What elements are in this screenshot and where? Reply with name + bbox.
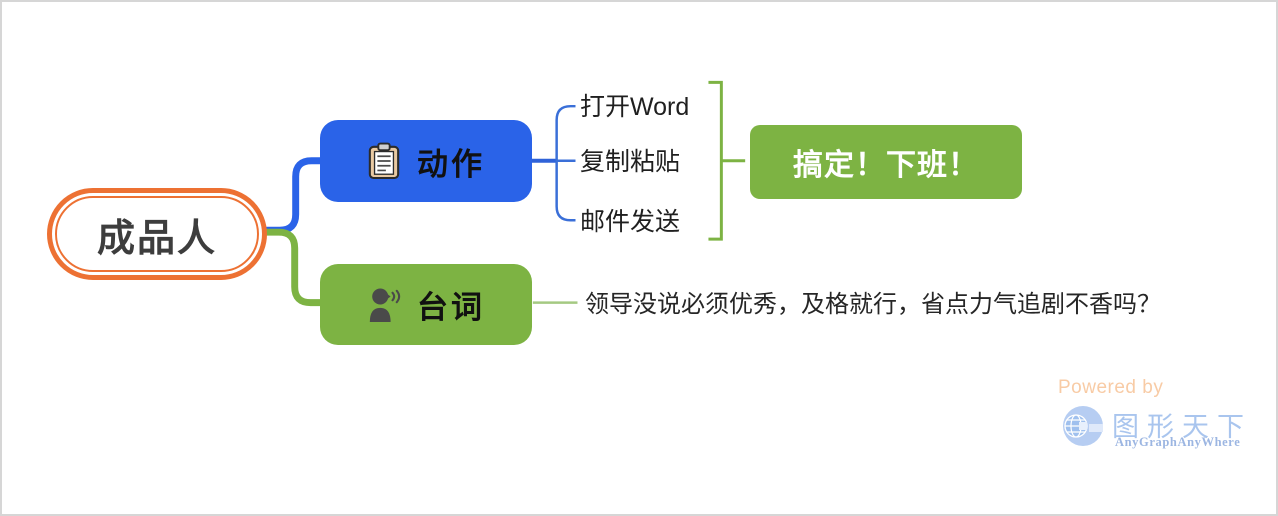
quote-text-node[interactable]: 领导没说必须优秀，及格就行，省点力气追剧不香吗？ xyxy=(585,291,1161,318)
branch-node-line[interactable]: 台词 xyxy=(320,264,532,345)
g-globe-logo-icon xyxy=(1059,402,1107,455)
bracket-group xyxy=(708,80,746,241)
branch-node-action[interactable]: 动作 xyxy=(320,120,532,202)
child-node-send-mail[interactable]: 邮件发送 xyxy=(580,208,681,236)
result-node-label: 搞定！下班！ xyxy=(793,149,979,182)
connector-root-to-action xyxy=(264,157,323,234)
root-node[interactable]: 成品人 xyxy=(47,188,267,280)
child-node-open-word[interactable]: 打开Word xyxy=(580,93,690,121)
watermark-powered-by: Powered by xyxy=(1058,377,1164,398)
connector-fork-top xyxy=(555,104,576,161)
connector-root-to-line xyxy=(264,228,325,307)
root-node-label: 成品人 xyxy=(96,217,217,260)
branch-action-label: 动作 xyxy=(417,146,485,182)
speaking-head-icon xyxy=(367,286,401,324)
root-node-inner-border: 成品人 xyxy=(55,196,259,272)
watermark-tagline: AnyGraphAnyWhere xyxy=(1115,435,1241,449)
watermark-brand-name: 图形天下 xyxy=(1112,412,1252,442)
branch-line-label: 台词 xyxy=(417,290,485,325)
clipboard-icon xyxy=(367,141,401,181)
connector-fork-bottom xyxy=(555,160,576,222)
child-node-copy-paste[interactable]: 复制粘贴 xyxy=(580,148,681,176)
result-node[interactable]: 搞定！下班！ xyxy=(750,125,1022,199)
